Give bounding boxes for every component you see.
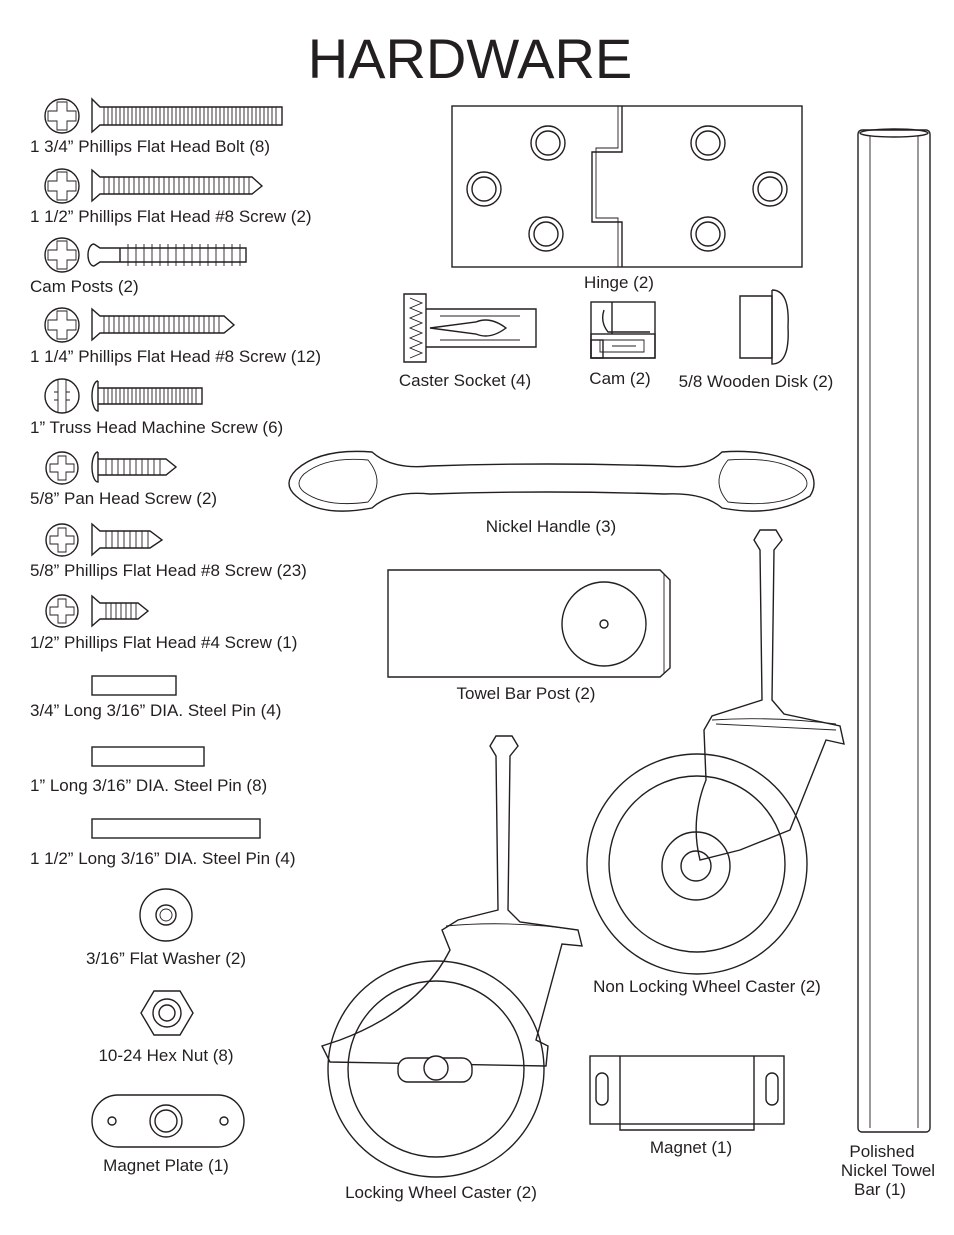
label-cam-posts: Cam Posts (2) xyxy=(30,277,139,296)
screw-112-drawing xyxy=(44,168,264,204)
towel-bar-drawing xyxy=(857,128,931,1133)
label-pan-58: 5/8” Pan Head Screw (2) xyxy=(30,489,218,508)
magnet-drawing xyxy=(589,1055,785,1131)
label-towel-bar-line3: Bar (1) xyxy=(854,1180,906,1199)
label-cam: Cam (2) xyxy=(589,369,651,388)
screw-114-drawing xyxy=(44,307,236,343)
label-wooden-disk: 5/8 Wooden Disk (2) xyxy=(678,372,834,391)
non-locking-caster-drawing xyxy=(586,529,845,975)
hex-nut-drawing xyxy=(140,990,194,1036)
washer-drawing xyxy=(139,888,193,942)
label-towel-bar-line1: Polished xyxy=(849,1142,915,1161)
label-bolt-134: 1 3/4” Phillips Flat Head Bolt (8) xyxy=(30,137,270,156)
label-caster-socket: Caster Socket (4) xyxy=(398,371,532,390)
pin-112-drawing xyxy=(91,818,261,839)
label-screw-114: 1 1/4” Phillips Flat Head #8 Screw (12) xyxy=(30,347,322,366)
label-nickel-handle: Nickel Handle (3) xyxy=(485,517,617,536)
nickel-handle-drawing xyxy=(288,450,815,512)
bolt-134-drawing xyxy=(44,97,283,134)
cam-post-drawing xyxy=(44,237,247,273)
hinge-drawing xyxy=(451,105,803,268)
screw-58-drawing xyxy=(45,522,164,557)
caster-socket-drawing xyxy=(403,293,537,363)
page-title: HARDWARE xyxy=(307,27,633,90)
label-pin-112: 1 1/2” Long 3/16” DIA. Steel Pin (4) xyxy=(30,849,296,868)
cam-drawing xyxy=(590,301,656,359)
label-pin-34: 3/4” Long 3/16” DIA. Steel Pin (4) xyxy=(30,701,282,720)
label-locking-caster: Locking Wheel Caster (2) xyxy=(345,1183,537,1202)
screw-12-drawing xyxy=(45,594,150,628)
towel-bar-post-drawing xyxy=(387,569,671,678)
label-hex-nut: 10-24 Hex Nut (8) xyxy=(98,1046,234,1065)
label-screw-12: 1/2” Phillips Flat Head #4 Screw (1) xyxy=(30,633,298,652)
label-magnet: Magnet (1) xyxy=(649,1138,733,1157)
label-pin-1: 1” Long 3/16” DIA. Steel Pin (8) xyxy=(30,776,268,795)
label-towel-bar-line2: Nickel Towel xyxy=(840,1161,936,1180)
label-screw-58: 5/8” Phillips Flat Head #8 Screw (23) xyxy=(30,561,307,580)
pan-screw-drawing xyxy=(45,451,178,485)
label-washer: 3/16” Flat Washer (2) xyxy=(86,949,246,968)
label-magnet-plate: Magnet Plate (1) xyxy=(103,1156,229,1175)
truss-screw-drawing xyxy=(44,378,203,414)
label-screw-112: 1 1/2” Phillips Flat Head #8 Screw (2) xyxy=(30,207,312,226)
label-truss-1: 1” Truss Head Machine Screw (6) xyxy=(30,418,284,437)
wooden-disk-drawing xyxy=(739,289,789,365)
pin-1-drawing xyxy=(91,746,205,767)
pin-34-drawing xyxy=(91,675,177,696)
magnet-plate-drawing xyxy=(91,1094,245,1148)
locking-caster-drawing xyxy=(321,735,583,1178)
label-hinge: Hinge (2) xyxy=(584,273,654,292)
label-towel-bar-post: Towel Bar Post (2) xyxy=(456,684,596,703)
label-non-locking-caster: Non Locking Wheel Caster (2) xyxy=(593,977,821,996)
